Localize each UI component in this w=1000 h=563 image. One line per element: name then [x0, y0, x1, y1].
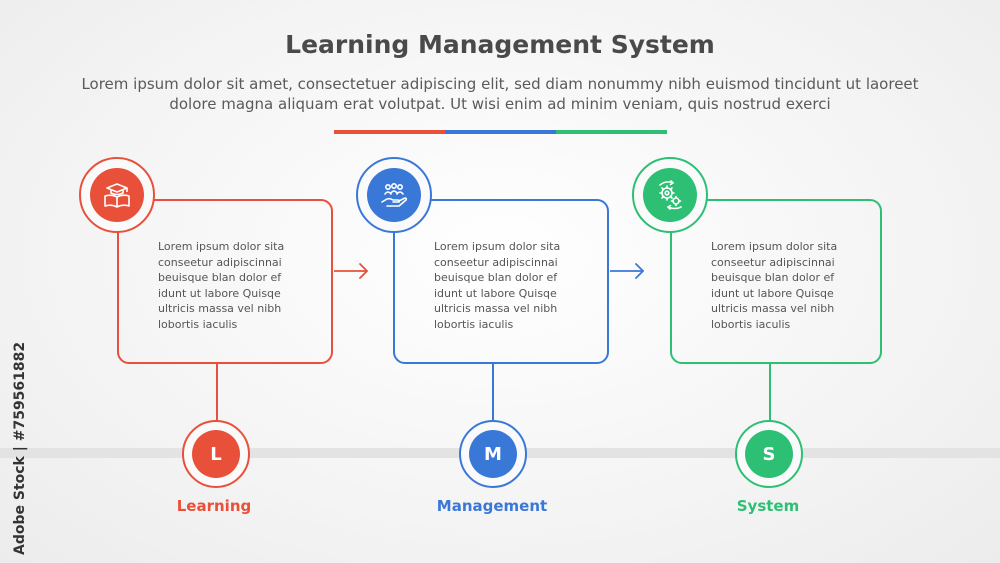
people-on-hand-icon: [367, 168, 421, 222]
connector-system: [769, 362, 771, 420]
arrow-right-icon: [609, 262, 646, 285]
icon-ring-management: [356, 157, 432, 233]
accent-bar-blue: [445, 130, 556, 134]
card-system-text: Lorem ipsum dolor sita conseetur adipisc…: [711, 240, 838, 331]
letter-badge-system: S: [745, 430, 793, 478]
letter-ring-learning: L: [182, 420, 250, 488]
card-management-text: Lorem ipsum dolor sita conseetur adipisc…: [434, 240, 561, 331]
card-system: [670, 199, 882, 364]
card-management: [393, 199, 609, 364]
stock-watermark-text: Adobe Stock | #759561882: [12, 341, 28, 555]
step-label-learning: Learning: [176, 497, 252, 515]
icon-ring-system: [632, 157, 708, 233]
gears-cycle-icon: [643, 168, 697, 222]
letter-ring-system: S: [735, 420, 803, 488]
step-label-management: Management: [436, 497, 548, 515]
letter-badge-management: M: [469, 430, 517, 478]
connector-management: [492, 362, 494, 420]
card-learning-text: Lorem ipsum dolor sita conseetur adipisc…: [158, 240, 285, 331]
accent-bar-red: [334, 130, 445, 134]
stock-watermark: Adobe Stock | #759561882: [8, 320, 28, 560]
page-title: Learning Management System: [285, 30, 715, 59]
arrow-right-icon: [333, 262, 370, 285]
card-learning: [117, 199, 333, 364]
letter-badge-learning: L: [192, 430, 240, 478]
letter-ring-management: M: [459, 420, 527, 488]
book-graduation-cap-icon: [90, 168, 144, 222]
icon-ring-learning: [79, 157, 155, 233]
page-subtitle: Lorem ipsum dolor sit amet, consectetuer…: [81, 75, 919, 113]
connector-learning: [216, 362, 218, 420]
step-label-system: System: [736, 497, 800, 515]
accent-bar-green: [556, 130, 667, 134]
